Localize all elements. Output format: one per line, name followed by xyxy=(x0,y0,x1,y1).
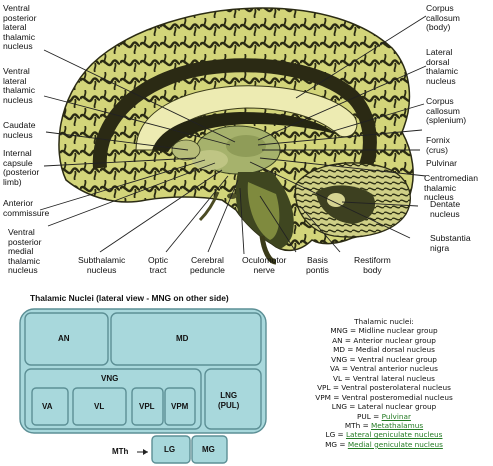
label-substantia-nigra: Substantia nigra xyxy=(430,233,471,253)
legend-linked-item: LG = Lateral geniculate nucleus xyxy=(284,430,484,439)
legend-item: VL = Ventral lateral nucleus xyxy=(333,373,435,383)
label-ventral-lateral: Ventral lateral thalamic nucleus xyxy=(3,66,35,105)
schema-label-an: AN xyxy=(58,334,70,343)
label-dentate-nucleus: Dentate nucleus xyxy=(430,199,461,219)
legend-item: MD = Medial dorsal nucleus xyxy=(333,345,435,355)
link-lateral-geniculate[interactable]: Lateral geniculate nucleus xyxy=(345,430,443,440)
schema-label-lg: LG xyxy=(164,445,176,454)
schema-label-mth: MTh xyxy=(112,447,129,456)
legend-abbr: PUL = xyxy=(357,411,382,421)
box-md xyxy=(110,312,262,366)
label-centromedian: Centromedian thalamic nucleus xyxy=(424,173,478,203)
legend-item: LNG = Lateral nuclear group xyxy=(331,402,437,412)
box-vpl xyxy=(131,387,164,426)
label-optic-tract: Optic tract xyxy=(148,255,169,275)
label-basis-pontis: Basis pontis xyxy=(306,255,329,275)
schema-label-vng: VNG xyxy=(101,374,119,383)
schema-label-vpl: VPL xyxy=(139,402,155,411)
label-restiform-body: Restiform body xyxy=(354,255,391,275)
label-ventral-posterior-medial: Ventral posterior medial thalamic nucleu… xyxy=(8,227,42,276)
legend-linked-item: MTh = Metathalamus xyxy=(284,421,484,430)
legend-item: VA = Ventral anterior nucleus xyxy=(330,364,438,374)
schema-label-lng: LNG (PUL) xyxy=(218,391,240,410)
label-internal-capsule: Internal capsule (posterior limb) xyxy=(3,148,40,187)
box-lng xyxy=(204,368,262,430)
legend-linked-item: MG = Medial geniculate nucleus xyxy=(284,440,484,449)
legend-item: AN = Anterior nuclear group xyxy=(332,335,436,345)
label-lateral-dorsal: Lateral dorsal thalamic nucleus xyxy=(426,47,458,86)
box-mg xyxy=(191,435,228,464)
label-oculomotor-nerve: Oculomotor nerve xyxy=(242,255,287,275)
schema-label-md: MD xyxy=(176,334,189,343)
label-cerebral-peduncle: Cerebral peduncle xyxy=(190,255,225,275)
box-va xyxy=(31,387,69,426)
legend-linked-item: PUL = Pulvinar xyxy=(284,412,484,421)
legend-item: VPM = Ventral posteromedial nucleus xyxy=(315,392,453,402)
label-ventral-posterior-lateral: Ventral posterior lateral thalamic nucle… xyxy=(3,3,37,52)
label-caudate-nucleus: Caudate nucleus xyxy=(3,120,36,140)
box-an xyxy=(24,312,109,366)
schema-title: Thalamic Nuclei (lateral view - MNG on o… xyxy=(30,293,229,303)
label-corpus-callosum-body: Corpus callosum (body) xyxy=(426,3,460,33)
link-metathalamus[interactable]: Metathalamus xyxy=(371,420,424,430)
box-vpm xyxy=(164,387,196,426)
link-medial-geniculate[interactable]: Medial geniculate nucleus xyxy=(347,439,443,449)
legend-abbr: LG = xyxy=(325,430,346,440)
box-lg xyxy=(151,435,191,464)
legend-item: VPL = Ventral posterolateral nucleus xyxy=(317,383,451,393)
label-pulvinar: Pulvinar xyxy=(426,158,458,168)
legend-abbr: MTh = xyxy=(344,420,372,430)
label-anterior-commissure: Anterior commissure xyxy=(3,198,50,218)
schema-label-vl: VL xyxy=(94,402,105,411)
abbreviation-legend: Thalamic nuclei: MNG = Midline nuclear g… xyxy=(284,317,484,449)
legend-heading: Thalamic nuclei: xyxy=(354,317,414,326)
label-fornix: Fornix (crus) xyxy=(426,135,450,155)
label-leader-lines xyxy=(39,15,427,255)
legend-item: VNG = Ventral nuclear group xyxy=(331,354,437,364)
schema-label-mg: MG xyxy=(202,445,215,454)
legend-item: MNG = Midline nuclear group xyxy=(330,326,438,336)
label-corpus-callosum-splenium: Corpus callosum (splenium) xyxy=(426,96,467,126)
schema-label-vpm: VPM xyxy=(171,402,189,411)
box-vl xyxy=(72,387,127,426)
schema-label-va: VA xyxy=(42,402,53,411)
link-pulvinar[interactable]: Pulvinar xyxy=(381,411,411,421)
legend-abbr: MG = xyxy=(325,439,348,449)
label-subthalamic-nucleus: Subthalamic nucleus xyxy=(78,255,126,275)
